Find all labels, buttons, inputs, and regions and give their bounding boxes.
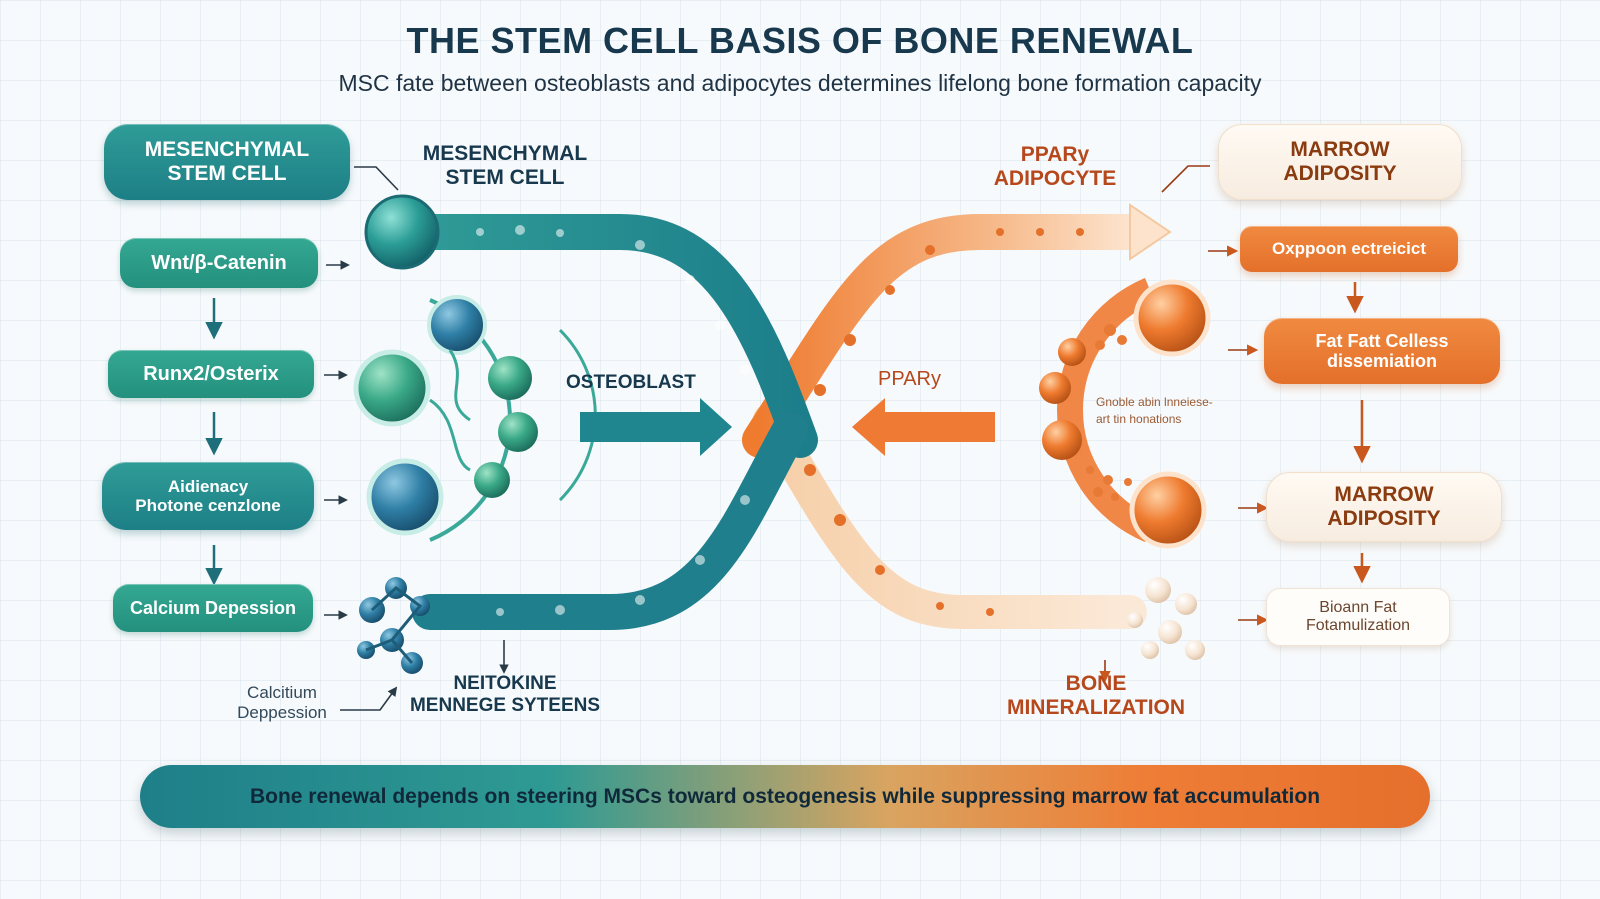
page-title: THE STEM CELL BASIS OF BONE RENEWAL: [406, 20, 1194, 61]
osteoblast-cell: [474, 462, 510, 498]
marrow-adiposity-top: MARROW ADIPOSITY: [1218, 124, 1462, 200]
orange-band-dots: [804, 228, 1084, 616]
adipocyte-cell: [1058, 338, 1086, 366]
osteoblast-cell: [488, 356, 532, 400]
glucose-note: Gnoble abin lnneiese- art tin honations: [1096, 395, 1213, 426]
left-side-arrows: [324, 260, 509, 711]
runx-box: Runx2/Osterix: [108, 350, 314, 398]
cream-molecule: [1127, 577, 1205, 660]
osteoblast-upper-band: [412, 214, 818, 458]
summary-banner: Bone renewal depends on steering MSCs to…: [140, 765, 1430, 828]
ppar-adipocyte-label: PPARy ADIPOCYTE: [993, 143, 1117, 191]
adipocyte-lower-band: [753, 403, 1147, 629]
adipocyte-cell: [1039, 372, 1071, 404]
bioan-fat-box: Bioann Fat Fotamulization: [1266, 588, 1450, 646]
msc-box: MESENCHYMAL STEM CELL: [104, 124, 350, 200]
osteoblast-cell: [498, 412, 538, 452]
right-connectors: [1346, 282, 1371, 584]
osteoblast-label: OSTEOBLAST: [566, 372, 696, 393]
adipocyte-band-arrowhead: [1129, 203, 1172, 261]
adipocyte-cell: [1129, 471, 1207, 549]
adipocyte-ring: [1057, 278, 1156, 542]
stem-cell-sphere: [364, 194, 440, 270]
bone-mineralization-label: BONE MINERALIZATION: [1006, 672, 1186, 720]
netokine-label: NEITOKINE MENNEGE SYTEENS: [409, 673, 601, 716]
right-side-arrows: [1099, 245, 1269, 683]
fat-cells-box: Fat Fatt Celless dissemiation: [1264, 318, 1500, 384]
fat-droplets: [1086, 324, 1132, 501]
ppar-label: PPARy: [878, 368, 941, 390]
msc-label: MESENCHYMAL STEM CELL: [422, 142, 588, 190]
wnt-box: Wnt/β-Catenin: [120, 238, 318, 288]
calcium-note: Calcitium Deppession: [237, 683, 327, 723]
alkaline-box: Aidienacy Photone cenzlone: [102, 462, 314, 530]
calcium-box: Calcium Depession: [113, 584, 313, 632]
oxppoon-box: Oxppoon ectreicict: [1240, 226, 1458, 272]
band-bubbles: [476, 225, 750, 616]
osteoblast-cell: [366, 458, 444, 536]
osteoblast-cell: [427, 295, 487, 355]
adipocyte-cell: [1133, 279, 1211, 357]
osteoblast-arrow: [580, 398, 732, 456]
page-subtitle: MSC fate between osteoblasts and adipocy…: [338, 70, 1262, 96]
summary-banner-text: Bone renewal depends on steering MSCs to…: [249, 784, 1321, 808]
marrow-adiposity-mid: MARROW ADIPOSITY: [1266, 472, 1502, 542]
ppar-arrow: [852, 398, 995, 456]
adipocyte-cell: [1042, 420, 1082, 460]
osteoblast-lower-band: [412, 412, 808, 630]
osteoblast-cell: [353, 349, 431, 427]
